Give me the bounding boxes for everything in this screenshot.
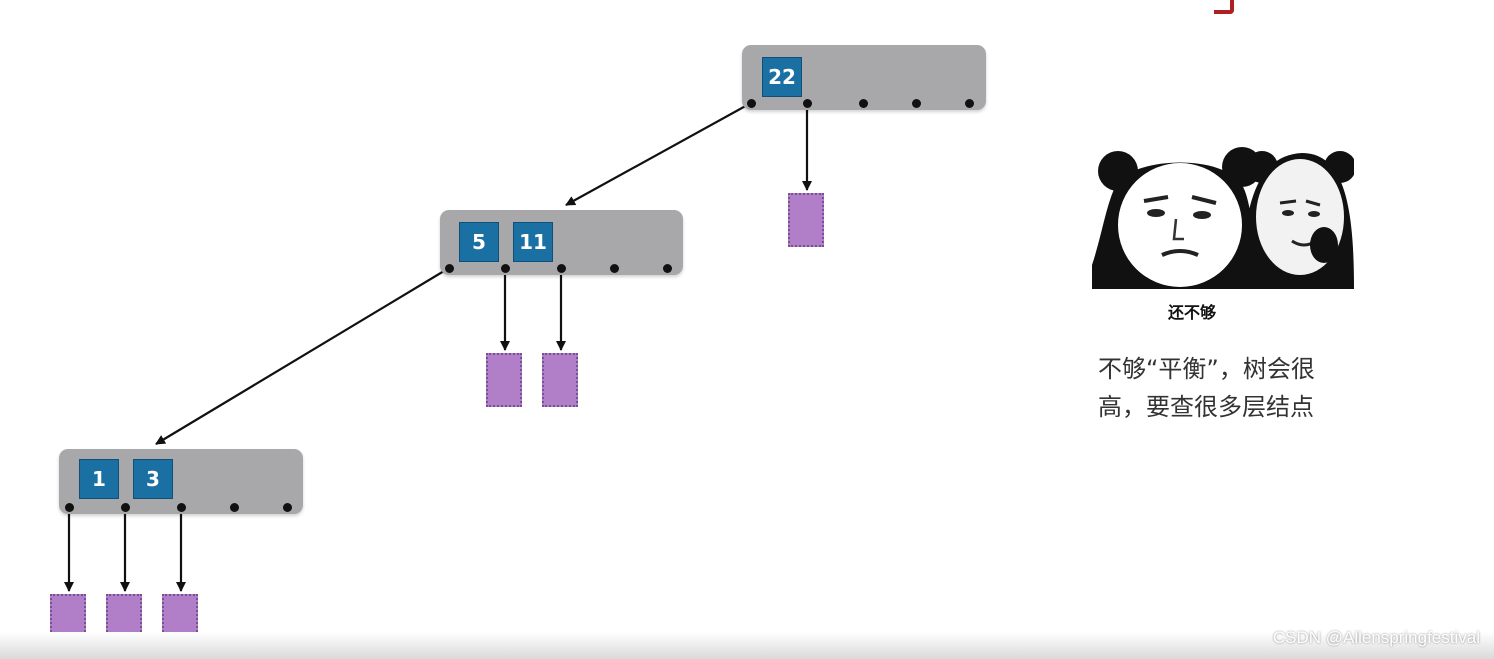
pointer-dot bbox=[609, 263, 619, 273]
pointer-dot bbox=[64, 502, 74, 512]
pointer-dot bbox=[282, 502, 292, 512]
arrow-root-to-mid bbox=[565, 102, 752, 206]
key-box: 22 bbox=[762, 57, 802, 97]
pointer-dot bbox=[176, 502, 186, 512]
key-box: 1 bbox=[79, 459, 119, 499]
pointer-dot bbox=[964, 98, 974, 108]
corner-red-mark bbox=[1214, 0, 1234, 14]
arrow-mid-to-low bbox=[155, 267, 450, 445]
pointer-dot bbox=[662, 263, 672, 273]
explanation-line-1: 不够“平衡”，树会很 bbox=[1098, 355, 1315, 383]
explanation-line-2: 高，要查很多层结点 bbox=[1098, 393, 1314, 421]
bottom-gradient-bar bbox=[0, 632, 1494, 659]
pointer-dot bbox=[500, 263, 510, 273]
pointer-dot bbox=[556, 263, 566, 273]
data-block bbox=[542, 353, 578, 407]
key-box: 5 bbox=[459, 222, 499, 262]
key-box: 3 bbox=[133, 459, 173, 499]
pointer-dot bbox=[802, 98, 812, 108]
panda-meme-icon bbox=[1092, 145, 1354, 289]
data-block bbox=[788, 193, 824, 247]
explanation-text: 不够“平衡”，树会很 高，要查很多层结点 bbox=[1098, 350, 1368, 426]
pointer-dot bbox=[120, 502, 130, 512]
meme-caption: 还不够 bbox=[1167, 303, 1216, 322]
pointer-dot bbox=[746, 98, 756, 108]
pointer-dot bbox=[444, 263, 454, 273]
key-box: 11 bbox=[513, 222, 553, 262]
pointer-dot bbox=[229, 502, 239, 512]
pointer-dot bbox=[911, 98, 921, 108]
data-block bbox=[486, 353, 522, 407]
watermark: CSDN @Allenspringfestival bbox=[1272, 628, 1480, 647]
pointer-dot bbox=[858, 98, 868, 108]
